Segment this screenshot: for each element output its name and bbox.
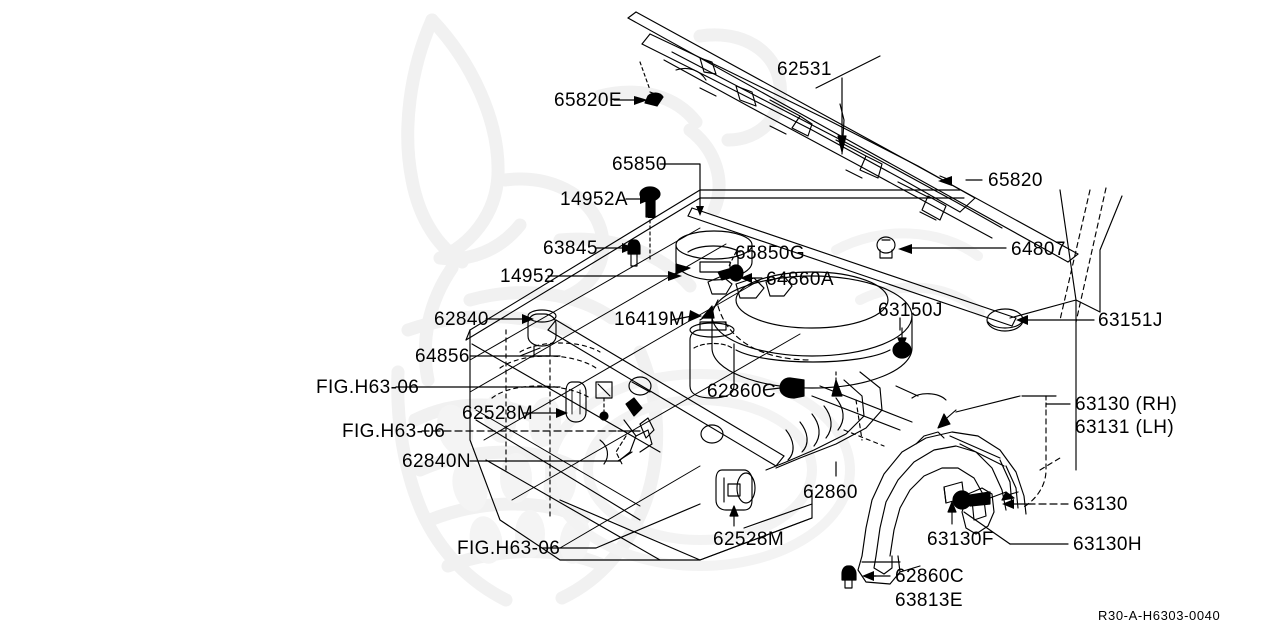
- diagram-reference-code: R30-A-H6303-0040: [1098, 608, 1221, 623]
- part-label[interactable]: 64860A: [766, 269, 834, 290]
- latch-62528M-lower: [715, 469, 756, 527]
- part-label[interactable]: 64807: [1011, 239, 1066, 260]
- part-label[interactable]: 63130: [1073, 494, 1128, 515]
- grommet-62860C-lower: [841, 565, 857, 589]
- part-label[interactable]: 63151J: [1098, 310, 1163, 331]
- part-label[interactable]: 63130 (RH): [1075, 394, 1178, 415]
- coolant-bottle: [689, 321, 735, 399]
- hood-stay-rod-65850: [687, 207, 1017, 327]
- bracket-16419M: [699, 275, 793, 321]
- part-label[interactable]: 65850G: [735, 243, 806, 264]
- part-label[interactable]: 14952: [500, 266, 555, 287]
- lower-dash-panel: [469, 329, 813, 561]
- part-label[interactable]: 63813E: [895, 590, 963, 611]
- part-label[interactable]: 62860: [803, 482, 858, 503]
- part-label[interactable]: 62528M: [462, 403, 534, 424]
- figure-reference-label[interactable]: FIG.H63-06: [457, 538, 561, 559]
- part-label[interactable]: 63131 (LH): [1075, 417, 1175, 438]
- part-label[interactable]: 63130H: [1073, 534, 1142, 555]
- part-label[interactable]: 65820: [988, 170, 1043, 191]
- leader-65820E: [639, 61, 651, 91]
- frame-rails: [811, 385, 947, 447]
- part-label[interactable]: 14952A: [560, 189, 628, 210]
- wiper-linkage-rod: [547, 319, 785, 467]
- part-label[interactable]: 62860C: [707, 381, 776, 402]
- part-label[interactable]: 62528M: [713, 529, 785, 550]
- engine-bay-floor: [469, 227, 801, 549]
- part-label[interactable]: 63845: [543, 238, 598, 259]
- wiper-assembly: [641, 33, 1003, 239]
- part-label[interactable]: 16419M: [614, 309, 686, 330]
- part-label[interactable]: 65850: [612, 154, 667, 175]
- screw-64860A: [717, 264, 744, 282]
- figure-reference-label[interactable]: FIG.H63-06: [342, 421, 446, 442]
- part-label[interactable]: 62840N: [402, 451, 471, 472]
- part-label[interactable]: 62860C: [895, 566, 964, 587]
- leader-lines: [395, 77, 1095, 581]
- part-label[interactable]: 64856: [415, 346, 470, 367]
- part-label[interactable]: 63150J: [878, 300, 943, 321]
- figure-reference-label[interactable]: FIG.H63-06: [316, 377, 420, 398]
- part-label[interactable]: 65820E: [554, 90, 622, 111]
- grommet-62860C-mid: [779, 377, 805, 399]
- part-label[interactable]: 62531: [777, 59, 832, 80]
- intake-duct-62860: [765, 371, 883, 471]
- part-label[interactable]: 63130F: [927, 529, 994, 550]
- clip-63150J: [892, 327, 912, 359]
- part-label[interactable]: 62840: [434, 309, 489, 330]
- grommet-64807: [876, 236, 896, 259]
- clip-65820E: [644, 91, 664, 107]
- leader-65850G: [727, 251, 737, 269]
- wheel-arch-63130: [857, 395, 1061, 585]
